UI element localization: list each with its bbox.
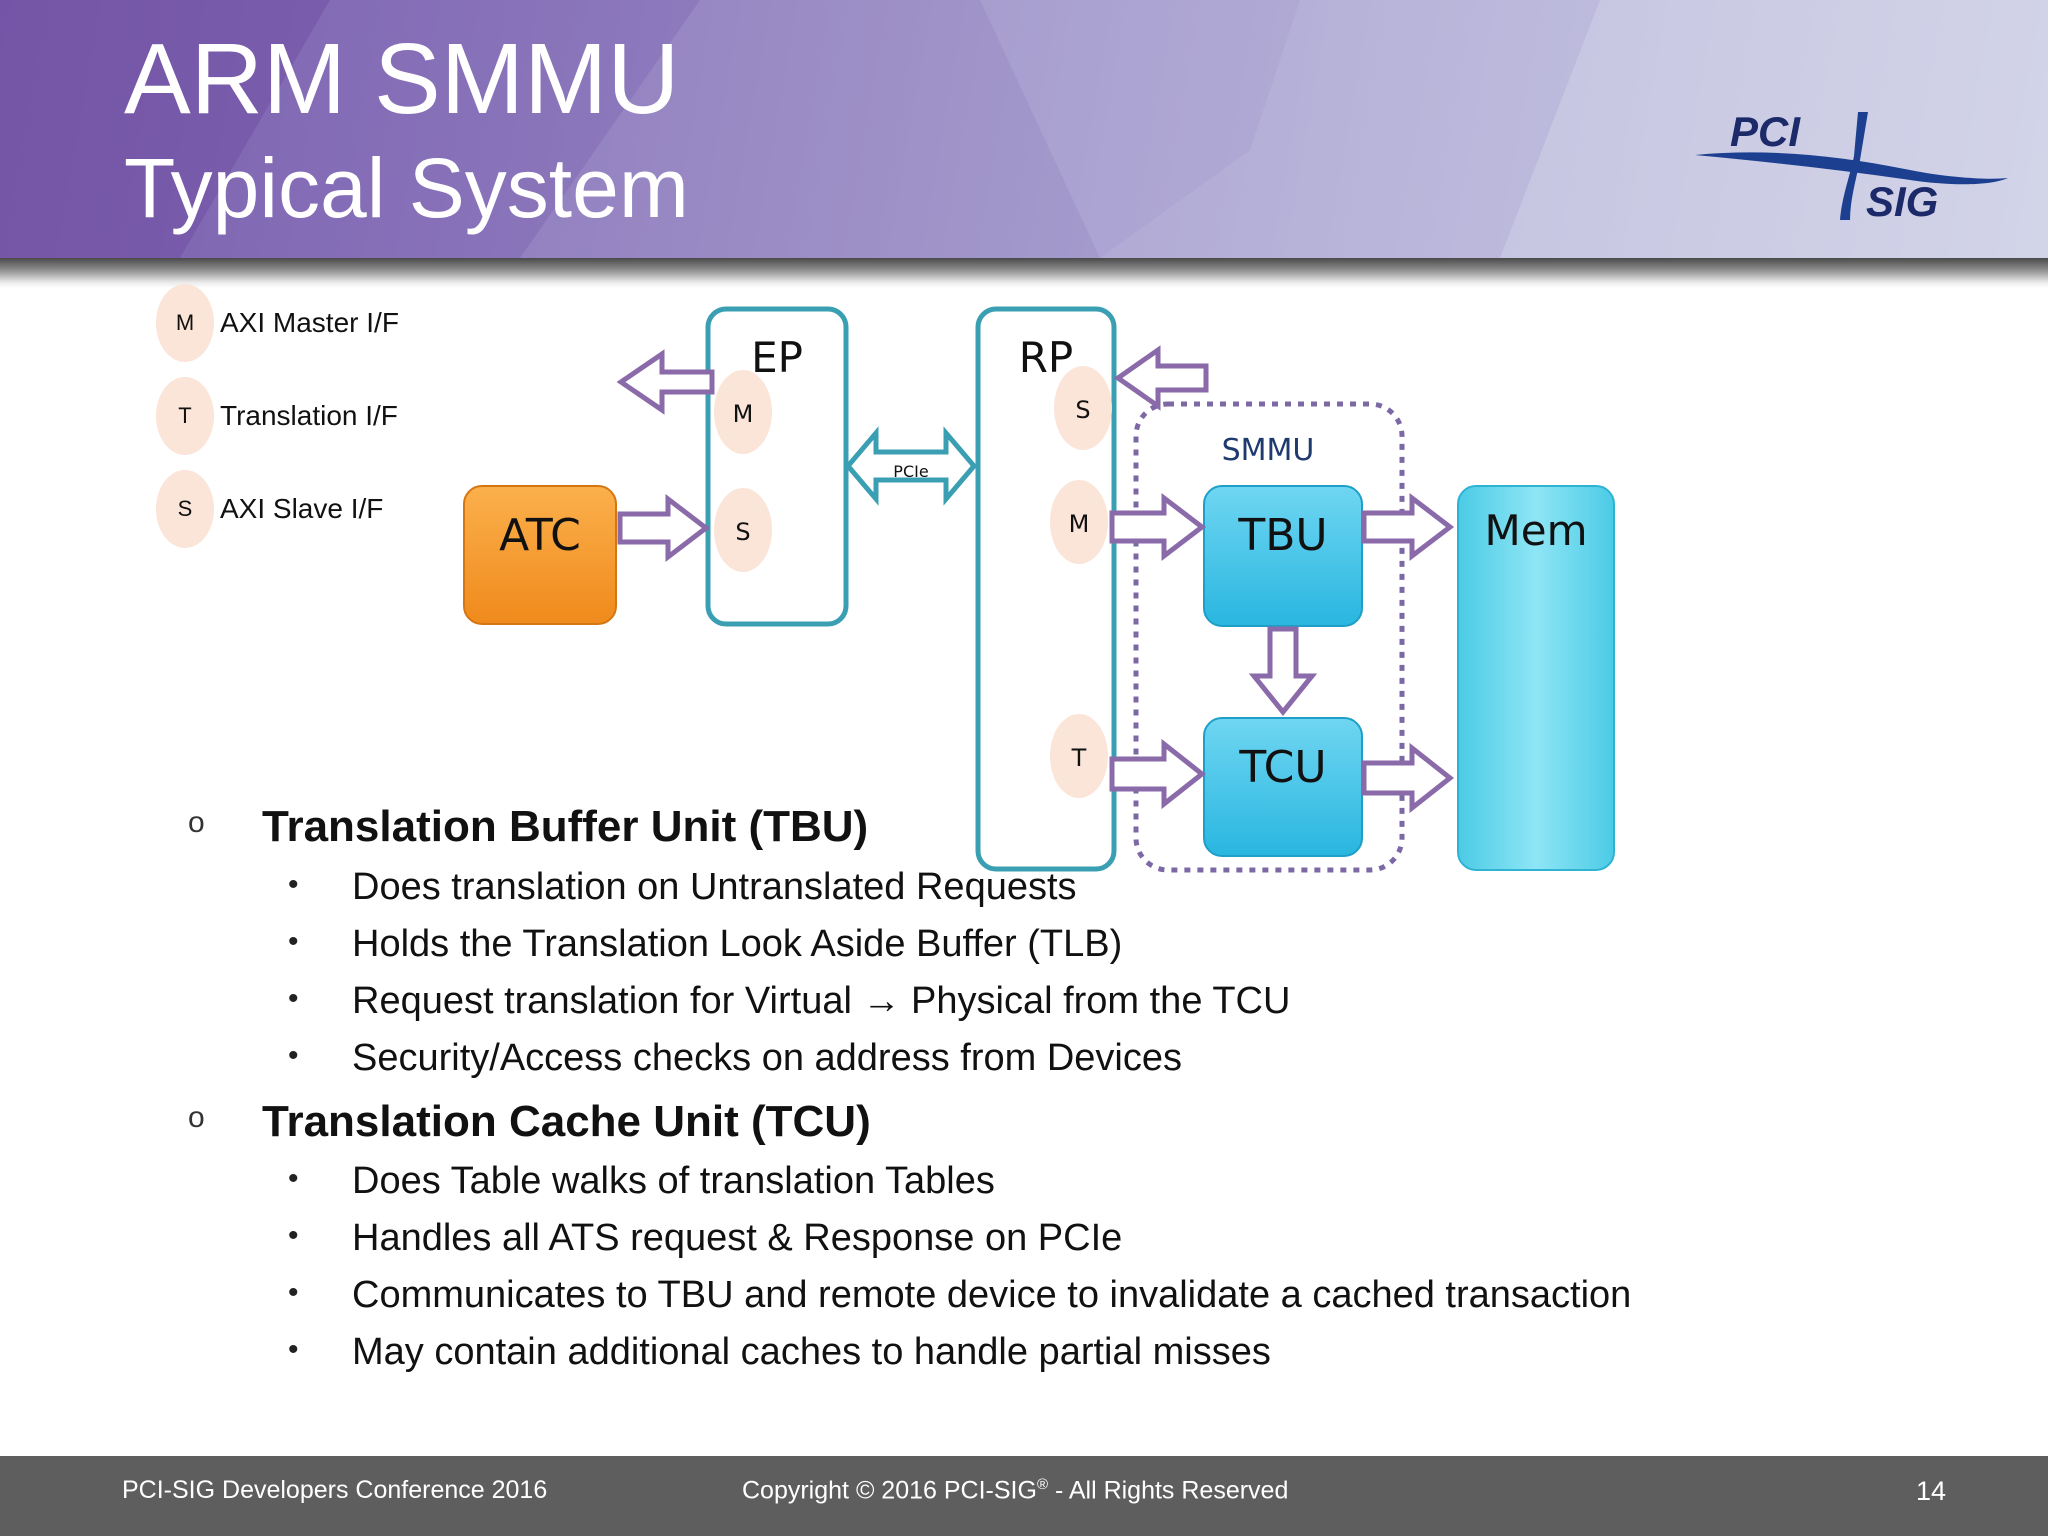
bullet-text: Holds the Translation Look Aside Buffer … [352, 923, 1123, 965]
svg-text:PCI: PCI [1730, 108, 1801, 155]
legend-badge-slave: S [156, 470, 214, 548]
rp-port-t-label: T [1071, 744, 1087, 772]
rp-port-m [1050, 480, 1108, 564]
legend-slave: S AXI Slave I/F [156, 470, 383, 548]
bullet-dot: • [288, 1162, 299, 1195]
bullet-dot: • [288, 1219, 299, 1252]
rp-label: RP [1019, 333, 1074, 382]
registered-mark: ® [1036, 1476, 1048, 1493]
bullet-item: • Request translation for Virtual → Phys… [288, 980, 1291, 1023]
bullet-dot: • [288, 925, 299, 958]
atc-to-ep-arrow [617, 493, 711, 563]
svg-text:SIG: SIG [1866, 178, 1938, 225]
tbu-label: TBU [1237, 510, 1327, 561]
bullet-text: May contain additional caches to handle … [352, 1331, 1271, 1373]
bullet-dot: • [288, 1333, 299, 1366]
legend-master: M AXI Master I/F [156, 284, 399, 362]
tbu-to-mem-arrow [1361, 492, 1455, 562]
tbu-to-tcu-arrow [1248, 626, 1318, 716]
legend-badge-translation: T [156, 377, 214, 455]
bullet-item: • Holds the Translation Look Aside Buffe… [288, 923, 1123, 966]
bullet-item: • Communicates to TBU and remote device … [288, 1274, 1632, 1317]
mem-label: Mem [1485, 506, 1588, 555]
pcie-link-arrow [844, 426, 978, 506]
bullet-text: Handles all ATS request & Response on PC… [352, 1217, 1123, 1259]
footer-copyright: Copyright © 2016 PCI-SIG® - All Rights R… [742, 1476, 1288, 1505]
footer-copyright-suffix: - All Rights Reserved [1048, 1476, 1289, 1505]
legend-translation: T Translation I/F [156, 377, 398, 455]
footer-copyright-text: Copyright © 2016 PCI-SIG [742, 1476, 1037, 1505]
bullet-heading-tcu: o Translation Cache Unit (TCU) [188, 1097, 871, 1147]
slide-footer: PCI-SIG Developers Conference 2016 Copyr… [0, 1456, 2048, 1536]
legend-badge-master: M [156, 284, 214, 362]
bullet-dot: • [288, 868, 299, 901]
rp-port-s-label: S [1075, 396, 1090, 424]
atc-block [463, 485, 617, 625]
ep-port-m [714, 370, 772, 454]
mem-block [1457, 485, 1615, 871]
legend-label-translation: Translation I/F [220, 400, 398, 431]
ep-master-out-arrow [616, 349, 715, 415]
pcie-label: PCIe [893, 462, 928, 481]
bullet-item: • Handles all ATS request & Response on … [288, 1217, 1123, 1260]
bullet-heading-text: Translation Cache Unit (TCU) [262, 1097, 871, 1146]
rp-slave-in-arrow [1113, 345, 1209, 411]
tcu-to-mem-arrow [1361, 742, 1455, 814]
bullet-text: Does Table walks of translation Tables [352, 1160, 995, 1202]
bullet-item: • Does Table walks of translation Tables [288, 1160, 995, 1203]
smmu-label: SMMU [1222, 433, 1315, 468]
bullet-text: Request translation for Virtual → Physic… [352, 980, 1291, 1022]
bullet-dot: • [288, 1039, 299, 1072]
slide-subtitle: Typical System [124, 141, 689, 235]
bullet-item: • Security/Access checks on address from… [288, 1037, 1182, 1080]
bullet-marker: o [188, 1101, 205, 1134]
atc-label: ATC [499, 510, 581, 561]
rp-port-s [1054, 366, 1112, 450]
rp-to-tcu-arrow [1109, 738, 1207, 810]
smmu-region [1133, 401, 1405, 873]
tbu-block [1203, 485, 1363, 627]
bullet-marker: o [188, 806, 205, 839]
slide-title: ARM SMMU [124, 23, 680, 135]
bullet-dot: • [288, 1276, 299, 1309]
bullet-item: • Does translation on Untranslated Reque… [288, 866, 1077, 909]
ep-port-s [714, 488, 772, 572]
ep-port-s-label: S [735, 518, 750, 546]
rp-port-t [1050, 714, 1108, 798]
bullet-heading-tbu: o Translation Buffer Unit (TBU) [188, 802, 869, 852]
bullet-heading-text: Translation Buffer Unit (TBU) [262, 802, 869, 851]
tcu-label: TCU [1238, 742, 1326, 793]
footer-conference: PCI-SIG Developers Conference 2016 [122, 1476, 548, 1504]
header-divider [0, 258, 2048, 288]
legend-label-master: AXI Master I/F [220, 307, 399, 338]
bullet-text: Security/Access checks on address from D… [352, 1037, 1182, 1079]
bullet-text: Communicates to TBU and remote device to… [352, 1274, 1632, 1316]
legend-label-slave: AXI Slave I/F [220, 493, 384, 524]
slide-header: ARM SMMU Typical System PCI SIG [0, 0, 2048, 258]
bullet-dot: • [288, 982, 299, 1015]
ep-label: EP [751, 333, 803, 382]
header-background [0, 0, 2048, 258]
ep-port-m-label: M [733, 400, 754, 428]
bullet-item: • May contain additional caches to handl… [288, 1331, 1271, 1374]
pci-sig-logo: PCI SIG [1695, 108, 2008, 225]
rp-to-tbu-arrow [1109, 492, 1207, 562]
page-number: 14 [1916, 1476, 1947, 1506]
bullet-text: Does translation on Untranslated Request… [352, 866, 1077, 908]
rp-port-m-label: M [1069, 510, 1090, 538]
